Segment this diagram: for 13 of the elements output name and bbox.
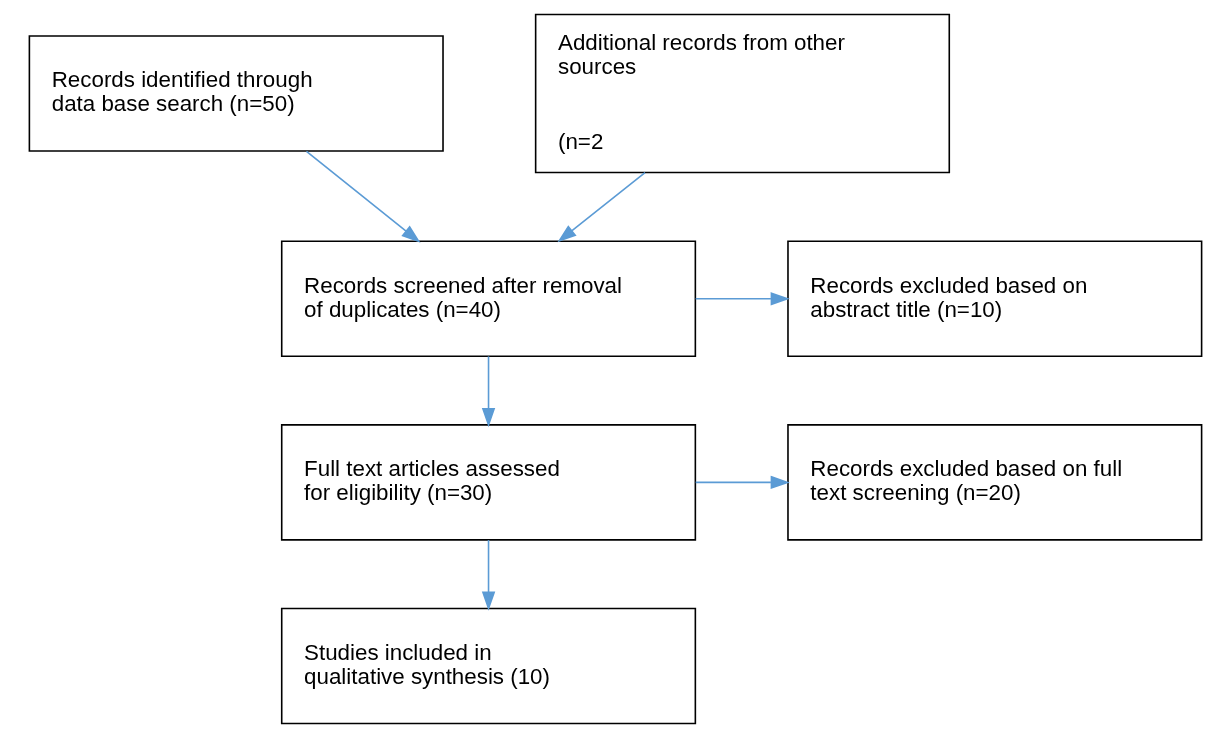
arrow xyxy=(556,171,646,243)
node-box: Records screened after removal of duplicates (n=40) xyxy=(280,240,696,358)
node-box: Records excluded based on abstract title (n=10) xyxy=(786,240,1202,358)
arrow xyxy=(694,475,790,490)
arrow xyxy=(694,292,790,306)
node-box: Records identified through data base search (n=50) xyxy=(28,35,444,152)
arrow xyxy=(481,355,495,428)
node-box: Additional records from other sources (n=2 xyxy=(534,13,950,174)
arrow xyxy=(481,539,495,611)
node-box: Full text articles assessed for eligibility (n=30) xyxy=(280,424,696,541)
arrow xyxy=(305,150,420,243)
node-box: Records excluded based on full text screening (n=20) xyxy=(786,424,1202,541)
node-box: Studies included in qualitative synthesis (10) xyxy=(280,607,696,725)
